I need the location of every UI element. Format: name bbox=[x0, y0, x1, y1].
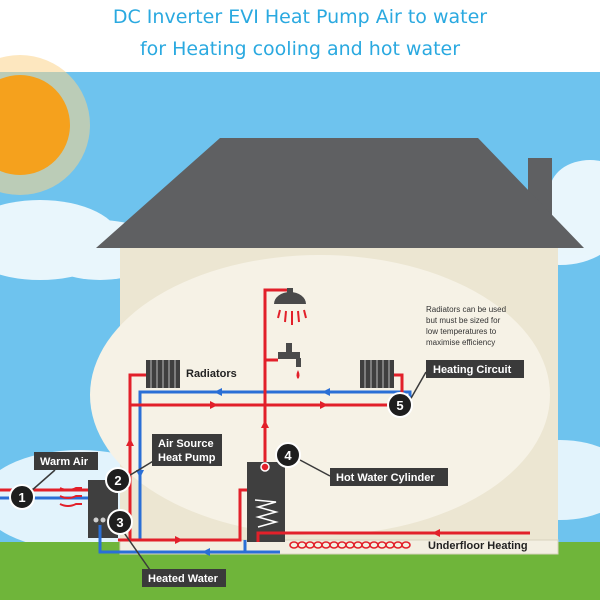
marker-1: 1 bbox=[9, 484, 35, 510]
marker-3-number: 3 bbox=[116, 515, 123, 530]
marker-2-number: 2 bbox=[114, 473, 121, 488]
radiator-right-icon bbox=[360, 360, 394, 388]
marker-4-number: 4 bbox=[284, 448, 292, 463]
sun-icon bbox=[0, 55, 90, 195]
tap-icon bbox=[278, 343, 301, 379]
hot-water-cylinder bbox=[247, 462, 285, 542]
title-line-1: DC Inverter EVI Heat Pump Air to water bbox=[112, 6, 488, 28]
warm-air-label-box bbox=[34, 452, 98, 470]
hot-water-label-box bbox=[330, 468, 448, 486]
heating-circuit-label: Heating Circuit bbox=[433, 364, 512, 376]
warm-air-label: Warm Air bbox=[40, 456, 89, 468]
radiator-left-icon bbox=[146, 360, 180, 388]
air-source-label-2: Heat Pump bbox=[158, 452, 216, 464]
flow-arrows bbox=[126, 388, 440, 556]
radiator-note-line-1: Radiators can be used bbox=[426, 305, 506, 314]
heated-water-label-box bbox=[142, 569, 226, 587]
shower-icon bbox=[274, 288, 307, 325]
marker-3: 3 bbox=[107, 509, 133, 535]
underfloor-heating-label: Underfloor Heating bbox=[428, 540, 528, 552]
underfloor-coil bbox=[289, 541, 411, 549]
air-source-label-box bbox=[152, 434, 222, 466]
air-source-label-1: Air Source bbox=[158, 438, 214, 450]
hot-water-cylinder-label: Hot Water Cylinder bbox=[336, 472, 435, 484]
heated-water-label: Heated Water bbox=[148, 573, 219, 585]
warm-air-arrows bbox=[59, 487, 82, 507]
title-line-2: for Heating cooling and hot water bbox=[139, 38, 461, 60]
marker-4: 4 bbox=[275, 442, 301, 468]
marker-5-number: 5 bbox=[396, 398, 403, 413]
roof bbox=[96, 138, 584, 248]
radiator-note-line-3: low temperatures to bbox=[426, 327, 497, 336]
radiator-note-line-2: but must be sized for bbox=[426, 316, 501, 325]
marker-2: 2 bbox=[105, 467, 131, 493]
heating-circuit-label-box bbox=[426, 360, 524, 378]
radiator-note-line-4: maximise efficiency bbox=[426, 338, 495, 347]
marker-5: 5 bbox=[387, 392, 413, 418]
radiators-label: Radiators bbox=[186, 368, 237, 380]
cylinder-indicator bbox=[260, 462, 270, 472]
marker-1-number: 1 bbox=[18, 490, 25, 505]
